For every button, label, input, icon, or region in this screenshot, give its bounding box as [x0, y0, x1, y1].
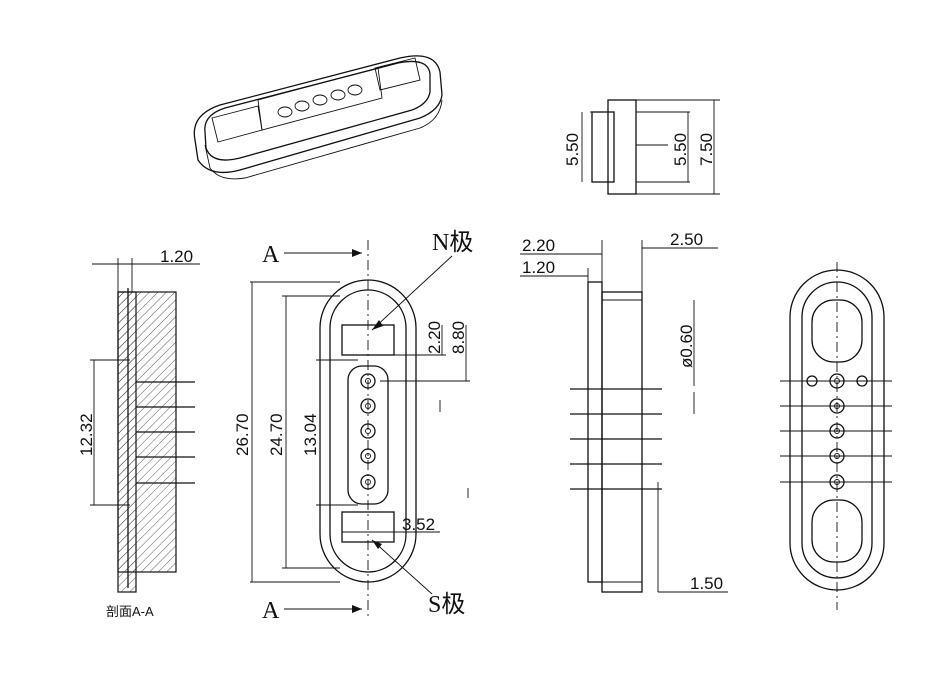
rear-view — [780, 262, 892, 610]
section-marker-top: A — [262, 242, 280, 268]
n-pole-label: N极 — [432, 229, 473, 256]
dim-section-flange: 1.20 — [160, 247, 193, 266]
dim-front-window-to-pin: 8.80 — [449, 321, 468, 354]
dim-section-pin-span: 12.32 — [77, 413, 96, 456]
dim-front-window-w: 3.52 — [402, 515, 435, 534]
isometric-view — [193, 55, 443, 180]
dim-end-inner-right: 5.50 — [671, 133, 690, 166]
side-view: 2.20 1.20 2.50 ø0.60 1.50 — [520, 230, 728, 593]
section-pins — [136, 381, 195, 484]
dim-side-bottom: 1.50 — [690, 574, 723, 593]
side-pins — [570, 388, 662, 490]
section-caption: 剖面A-A — [106, 604, 154, 619]
end-view: 5.50 5.50 7.50 — [563, 99, 720, 195]
front-pins — [360, 373, 376, 490]
dim-side-top-3: 2.50 — [670, 230, 703, 249]
section-view: 1.20 12.32 剖面A-A — [77, 247, 200, 619]
front-view: A A 26.70 24.70 13.04 — [233, 229, 473, 624]
dim-front-inner: 24.70 — [267, 413, 286, 456]
dim-front-pin-span: 13.04 — [301, 413, 320, 456]
section-marker-bottom: A — [262, 598, 280, 624]
dim-side-top-1: 2.20 — [522, 236, 555, 255]
dim-front-total: 26.70 — [233, 413, 252, 456]
dim-side-top-2: 1.20 — [522, 258, 555, 277]
dim-side-pin-dia: ø0.60 — [677, 325, 696, 368]
dim-end-outer: 7.50 — [697, 133, 716, 166]
dim-end-inner-left: 5.50 — [563, 133, 582, 166]
s-pole-label: S极 — [428, 591, 465, 618]
dim-front-window-h: 2.20 — [425, 321, 444, 354]
iso-pins — [277, 84, 363, 118]
